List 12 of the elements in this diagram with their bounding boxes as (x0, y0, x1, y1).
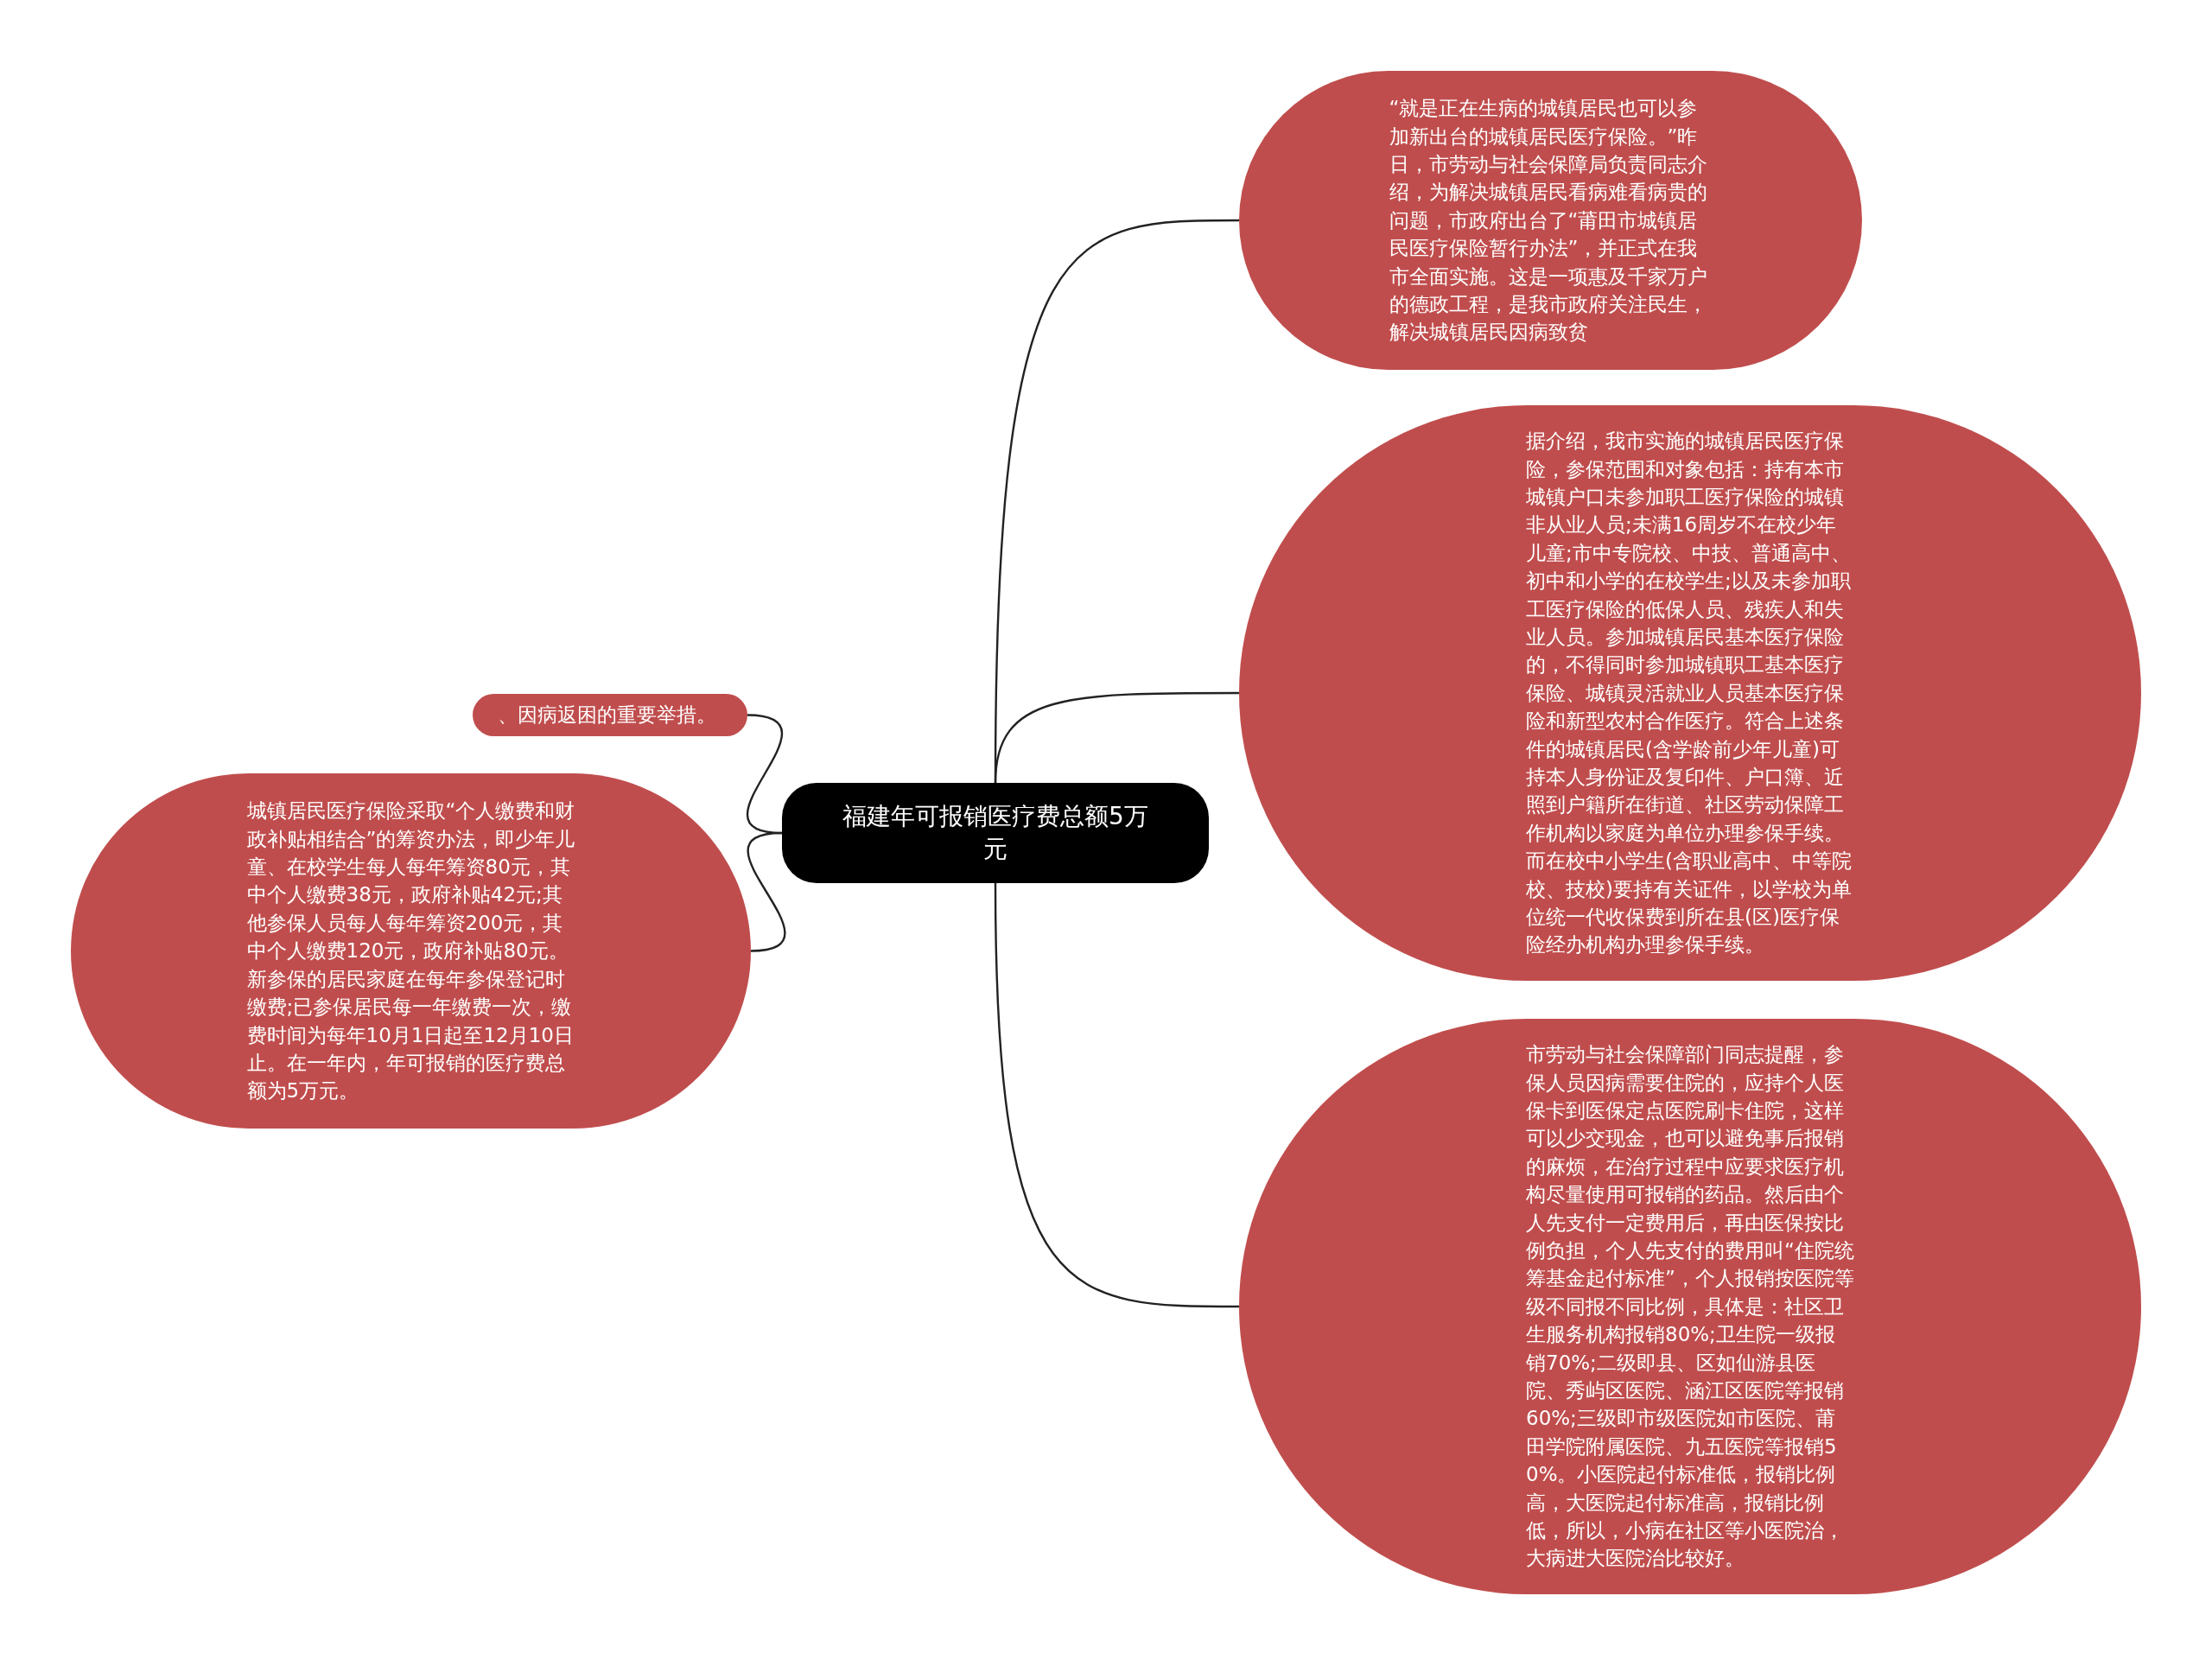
connector-line (747, 831, 786, 952)
topic-text: 据介绍，我市实施的城镇居民医疗保险，参保范围和对象包括：持有本市城镇户口未参加职工医疗保险的城镇非从业人员;未满16周岁不在校少年儿童;市中专院校、中技、普通高中、初中和小学的在校学生;以及未参加职工医疗保险的低保人员、残疾人和失业人员。参加城镇居民基本医疗保险的，不得同时参加城镇职工基本医疗保险、城镇灵活就业人员基本医疗保险和新型农村合作医疗。符合上述条件的城镇居民(含学龄前少年儿童)可持本人身份证及复印件、户口簿、近照到户籍所在街道、社区劳动保障工作机构以家庭为单位办理参保手续。而在校中小学生(含职业高中、中等院校、技校)要持有关证件，以学校为单位统一代收保费到所在县(区)医疗保险经办机构办理参保手续。 (1526, 429, 1853, 958)
topic-title: 福建年可报销医疗费总额5万元 (842, 801, 1149, 865)
central-topic-box (782, 783, 1209, 883)
topic-text: 、因病返困的重要举措。 (498, 703, 717, 728)
topic-bubble (473, 694, 747, 736)
connector-line (994, 883, 1239, 1308)
topic-text: “就是正在生病的城镇居民也可以参加新出台的城镇居民医疗保险。”昨日，市劳动与社会保障局负责同志介绍，为解决城镇居民看病难看病贵的问题，市政府出台了“莆田市城镇居民医疗保险暂行办法”，并正式在我市全面实施。这是一项惠及千家万户的德政工程，是我市政府关注民生，解决城镇居民因病致贫 (1389, 96, 1708, 346)
connector-line (994, 691, 1239, 784)
topic-text: 市劳动与社会保障部门同志提醒，参保人员因病需要住院的，应持个人医保卡到医保定点医院刷卡住院，这样可以少交现金，也可以避免事后报销的麻烦，在治疗过程中应要求医疗机构尽量使用可报销的药品。然后由个人先支付一定费用后，再由医保按比例负担，个人先支付的费用叫“住院统筹基金起付标准”，个人报销按医院等级不同报不同比例，具体是：社区卫生服务机构报销80%;卫生院一级报销70%;二级即县、区如仙游县医院、秀屿区医院、涵江区医院等报销60%;三级即市级医院如市医院、莆田学院附属医院、九五医院等报销50%。小医院起付标准低，报销比例高，大医院起付标准高，报销比例低，所以，小病在社区等小医院治，大病进大医院治比较好。 (1526, 1042, 1854, 1572)
connector-line (746, 714, 784, 835)
topic-text: 城镇居民医疗保险采取“个人缴费和财政补贴相结合”的筹资办法，即少年儿童、在校学生每人每年筹资80元，其中个人缴费38元，政府补贴42元;其他参保人员每人每年筹资200元，其中个人缴费120元，政府补贴80元。新参保的居民家庭在每年参保登记时缴费;已参保居民每一年缴费一次，缴费时间为每年10月1日起至12月10日止。在一年内，年可报销的医疗费总额为5万元。 (246, 798, 575, 1104)
